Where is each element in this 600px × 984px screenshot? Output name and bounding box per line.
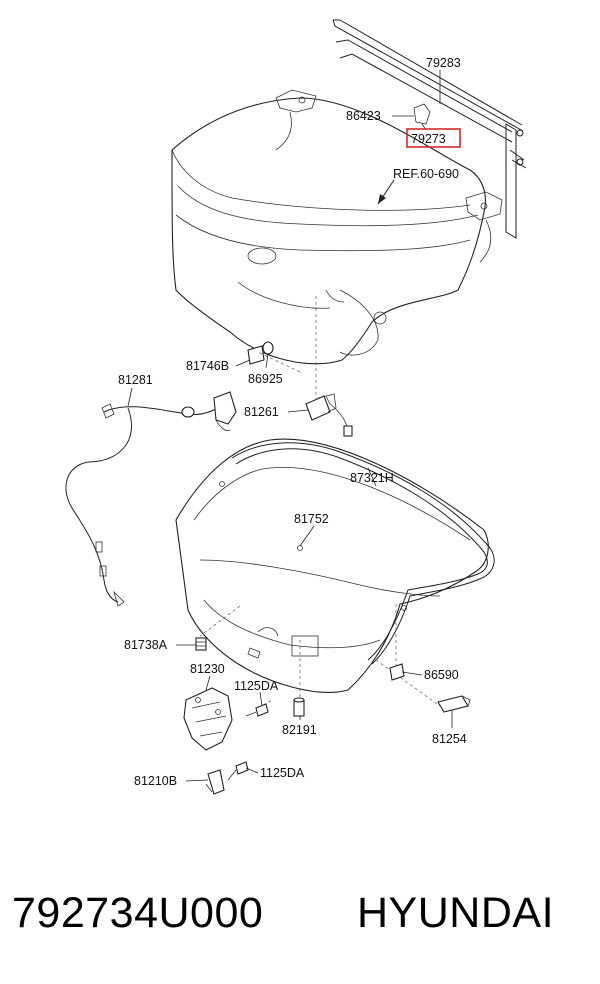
highlight-box-79273	[406, 128, 461, 148]
label-81254: 81254	[432, 732, 467, 746]
label-79273: 79273	[411, 132, 446, 146]
trunk-lid-trim	[175, 438, 495, 693]
label-81230: 81230	[190, 662, 225, 676]
label-81281: 81281	[118, 373, 153, 387]
part-number: 792734U000	[12, 889, 264, 937]
latch-hardware	[183, 637, 471, 795]
label-81746b: 81746B	[186, 359, 229, 373]
lid-fasteners	[247, 341, 274, 365]
brand-name: HYUNDAI	[357, 889, 555, 937]
label-79283: 79283	[426, 56, 461, 70]
label-81738a: 81738A	[124, 638, 168, 652]
label-81210b: 81210B	[134, 774, 177, 788]
label-1125da-upper: 1125DA	[234, 679, 279, 693]
label-ref-60-690: REF.60-690	[393, 167, 459, 181]
label-86423: 86423	[346, 109, 381, 123]
footer-caption: 792734U000 HYUNDAI	[0, 878, 600, 948]
label-87321h: 87321H	[350, 471, 394, 485]
trunk-lid-outer	[171, 89, 503, 365]
label-81261: 81261	[244, 405, 279, 419]
label-86590: 86590	[424, 668, 459, 682]
label-86925: 86925	[248, 372, 283, 386]
label-81752: 81752	[294, 512, 329, 526]
exploded-parts-diagram: 79283 86423 79273 REF.60-690 81746B 8692…	[65, 19, 527, 795]
label-1125da-lower: 1125DA	[260, 766, 305, 780]
leader-lines	[127, 70, 453, 782]
torsion-bar-rod	[332, 19, 527, 239]
lid-switch	[305, 393, 353, 437]
release-cable	[65, 391, 237, 607]
label-82191: 82191	[282, 723, 317, 737]
part-labels: 79283 86423 79273 REF.60-690 81746B 8692…	[118, 56, 467, 788]
